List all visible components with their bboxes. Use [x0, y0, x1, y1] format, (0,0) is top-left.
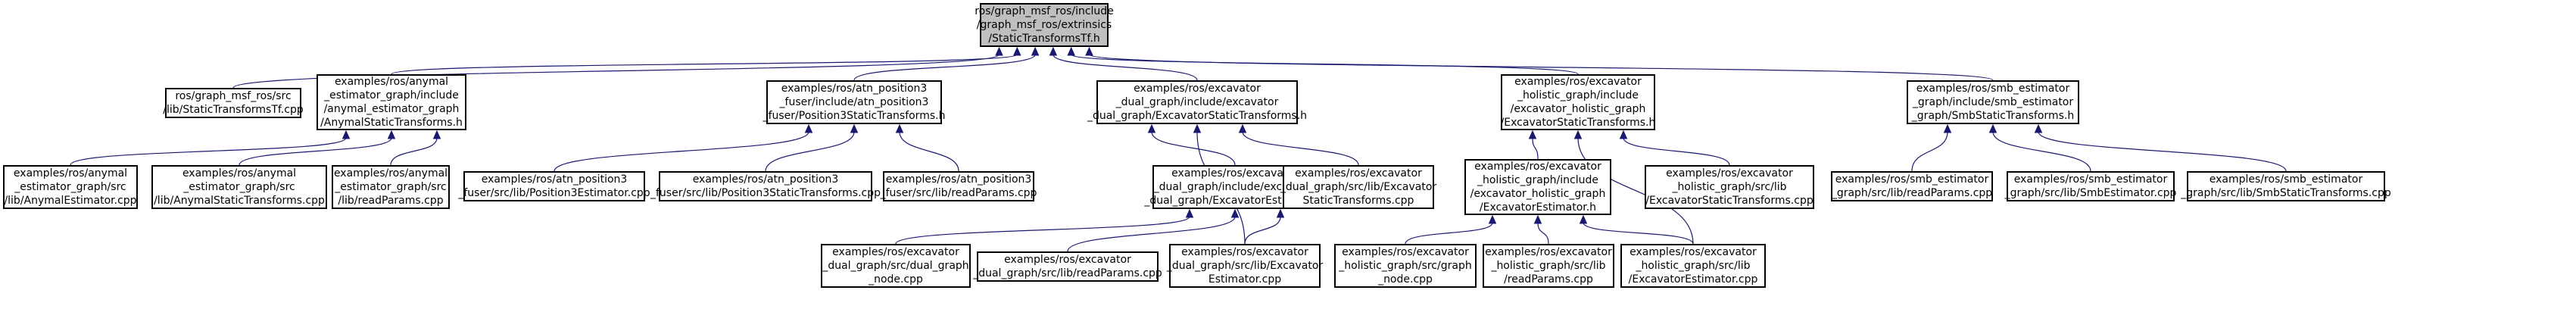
edge-exc_dual_rp_cpp-to-exc_dual_est_h — [1067, 216, 1236, 252]
edge-anymal_rp_cpp-to-anymal_h — [390, 137, 438, 166]
edge-exc_dual_st_cpp-to-exc_dual_h — [1242, 131, 1359, 166]
node-excavator-holistic-graph-node-cpp[interactable]: examples/ros/excavator_holistic_graph/sr… — [1334, 244, 1477, 288]
arrowhead-smb_est_cpp-to-smb_h — [1988, 123, 1997, 133]
edge-anymal_st_cpp-to-anymal_h — [239, 137, 392, 166]
arrowhead-exc_hol_h-to-root — [1067, 46, 1075, 56]
arrowhead-anymal_est_cpp-to-anymal_h — [341, 130, 351, 139]
edge-exc_hol_rp_cpp-to-exc_hol_est_h — [1537, 222, 1549, 245]
node-excavator-holistic-static-transforms-cpp[interactable]: examples/ros/excavator_holistic_graph/sr… — [1645, 165, 1814, 209]
arrowhead-exc_dual_rp_cpp-to-exc_dual_est_h — [1230, 208, 1240, 218]
edge-anymal_h-to-root — [391, 54, 1018, 75]
arrowhead-exc_dual_st_cpp-to-exc_dual_h — [1238, 123, 1247, 133]
arrowhead-atn_st_cpp-to-atn_h — [850, 123, 859, 133]
node-static-transforms-tf-cpp[interactable]: ros/graph_msf_ros/src/lib/StaticTransfor… — [163, 88, 304, 118]
edge-smb_h-to-root — [1088, 54, 1994, 81]
node-smb-read-params-cpp[interactable]: examples/ros/smb_estimator_graph/src/lib… — [1831, 171, 1993, 201]
arrowhead-smb_st_cpp-to-smb_h — [2034, 123, 2043, 133]
node-excavator-dual-estimator-cpp[interactable]: examples/ros/excavator_dual_graph/src/li… — [1167, 244, 1323, 288]
node-static-transforms-tf-h[interactable]: ros/graph_msf_ros/include/graph_msf_ros/… — [975, 3, 1114, 47]
arrowhead-exc_hol_st_cpp-to-exc_hol_h — [1619, 130, 1628, 139]
edge-exc_dual_node_cpp-to-exc_dual_est_h — [895, 216, 1190, 245]
edge-exc_hol_est_h-to-exc_hol_h — [1532, 137, 1539, 160]
arrowhead-anymal_st_cpp-to-anymal_h — [387, 130, 396, 139]
arrowhead-smb_rp_cpp-to-smb_h — [1943, 123, 1952, 133]
edge-atn_rp_cpp-to-atn_h — [899, 131, 959, 172]
arrowhead-static_tf_cpp-to-root — [995, 46, 1003, 56]
edge-static_tf_cpp-to-root — [232, 54, 1000, 89]
node-anymal-static-transforms-h[interactable]: examples/ros/anymal_estimator_graph/incl… — [317, 74, 466, 130]
node-anymal-estimator-cpp[interactable]: examples/ros/anymal_estimator_graph/src/… — [3, 165, 138, 209]
edge-smb_est_cpp-to-smb_h — [1992, 131, 2091, 172]
node-position3-static-transforms-h[interactable]: examples/ros/atn_position3_fuser/include… — [763, 80, 945, 124]
arrowhead-exc_dual_h-to-root — [1049, 46, 1058, 56]
arrowhead-atn_rp_cpp-to-atn_h — [895, 123, 904, 133]
arrowhead-exc_hol_est_cpp-to-exc_hol_h — [1573, 130, 1583, 139]
edge-exc_hol_node_cpp-to-exc_hol_est_h — [1405, 222, 1493, 245]
node-anymal-static-transforms-cpp[interactable]: examples/ros/anymal_estimator_graph/src/… — [151, 165, 327, 209]
arrowhead-exc_dual_est_h-to-exc_dual_h — [1147, 123, 1156, 133]
node-excavator-holistic-estimator-h[interactable]: examples/ros/excavator_holistic_graph/in… — [1464, 159, 1611, 215]
arrowhead-exc_hol_est_cpp-to-exc_hol_est_h — [1579, 214, 1588, 224]
node-smb-static-transforms-cpp[interactable]: examples/ros/smb_estimator_graph/src/lib… — [2181, 171, 2391, 201]
node-excavator-dual-static-transforms-h[interactable]: examples/ros/excavator_dual_graph/includ… — [1087, 80, 1307, 124]
node-excavator-dual-static-transforms-cpp[interactable]: examples/ros/excavator_dual_graph/src/li… — [1280, 165, 1436, 209]
arrowhead-atn_h-to-root — [1031, 46, 1040, 56]
edge-smb_rp_cpp-to-smb_h — [1911, 131, 1948, 172]
edge-exc_hol_st_cpp-to-exc_hol_h — [1623, 137, 1730, 166]
edge-exc_hol_est_cpp-to-exc_hol_est_h — [1583, 222, 1694, 245]
edge-anymal_est_cpp-to-anymal_h — [70, 137, 347, 166]
node-excavator-dual-read-params-cpp[interactable]: examples/ros/excavator_dual_graph/src/li… — [973, 251, 1162, 282]
arrowhead-anymal_h-to-root — [1013, 46, 1021, 56]
node-smb-static-transforms-h[interactable]: examples/ros/smb_estimator_graph/include… — [1907, 80, 2079, 124]
edge-exc_hol_est_cpp-to-exc_hol_h — [1577, 137, 1694, 245]
node-excavator-holistic-static-transforms-h[interactable]: examples/ros/excavator_holistic_graph/in… — [1500, 74, 1656, 130]
node-anymal-read-params-cpp[interactable]: examples/ros/anymal_estimator_graph/src/… — [332, 165, 450, 209]
node-excavator-dual-graph-node-cpp[interactable]: examples/ros/excavator_dual_graph/src/du… — [821, 244, 971, 288]
edge-atn_st_cpp-to-atn_h — [765, 131, 855, 172]
arrowhead-exc_hol_est_h-to-exc_hol_h — [1528, 130, 1537, 139]
edge-atn_h-to-root — [853, 54, 1036, 81]
edge-exc_dual_est_cpp-to-exc_dual_est_h — [1244, 216, 1281, 245]
edge-exc_dual_h-to-root — [1053, 54, 1198, 81]
arrowhead-exc_dual_node_cpp-to-exc_dual_est_h — [1185, 208, 1194, 218]
node-excavator-holistic-read-params-cpp[interactable]: examples/ros/excavator_holistic_graph/sr… — [1483, 244, 1614, 288]
node-position3-estimator-cpp[interactable]: examples/ros/atn_position3_fuser/src/lib… — [458, 171, 650, 201]
arrowhead-atn_est_cpp-to-atn_h — [804, 123, 813, 133]
arrowhead-smb_h-to-root — [1085, 46, 1093, 56]
arrowhead-anymal_rp_cpp-to-anymal_h — [432, 130, 441, 139]
arrowhead-exc_hol_node_cpp-to-exc_hol_est_h — [1488, 214, 1497, 224]
arrowhead-exc_dual_est_cpp-to-exc_dual_est_h — [1276, 208, 1285, 218]
arrowhead-exc_hol_rp_cpp-to-exc_hol_est_h — [1533, 214, 1542, 224]
node-excavator-holistic-estimator-cpp[interactable]: examples/ros/excavator_holistic_graph/sr… — [1620, 244, 1766, 288]
node-position3-static-transforms-cpp[interactable]: examples/ros/atn_position3_fuser/src/lib… — [650, 171, 881, 201]
node-smb-estimator-cpp[interactable]: examples/ros/smb_estimator_graph/src/lib… — [2005, 171, 2176, 201]
edge-exc_dual_est_h-to-exc_dual_h — [1151, 131, 1236, 166]
edge-atn_est_cpp-to-atn_h — [554, 131, 809, 172]
arrowhead-exc_dual_est_cpp-to-exc_dual_h — [1193, 123, 1202, 133]
node-position3-read-params-cpp[interactable]: examples/ros/atn_position3_fuser/src/lib… — [881, 171, 1037, 201]
edge-smb_st_cpp-to-smb_h — [2038, 131, 2287, 172]
